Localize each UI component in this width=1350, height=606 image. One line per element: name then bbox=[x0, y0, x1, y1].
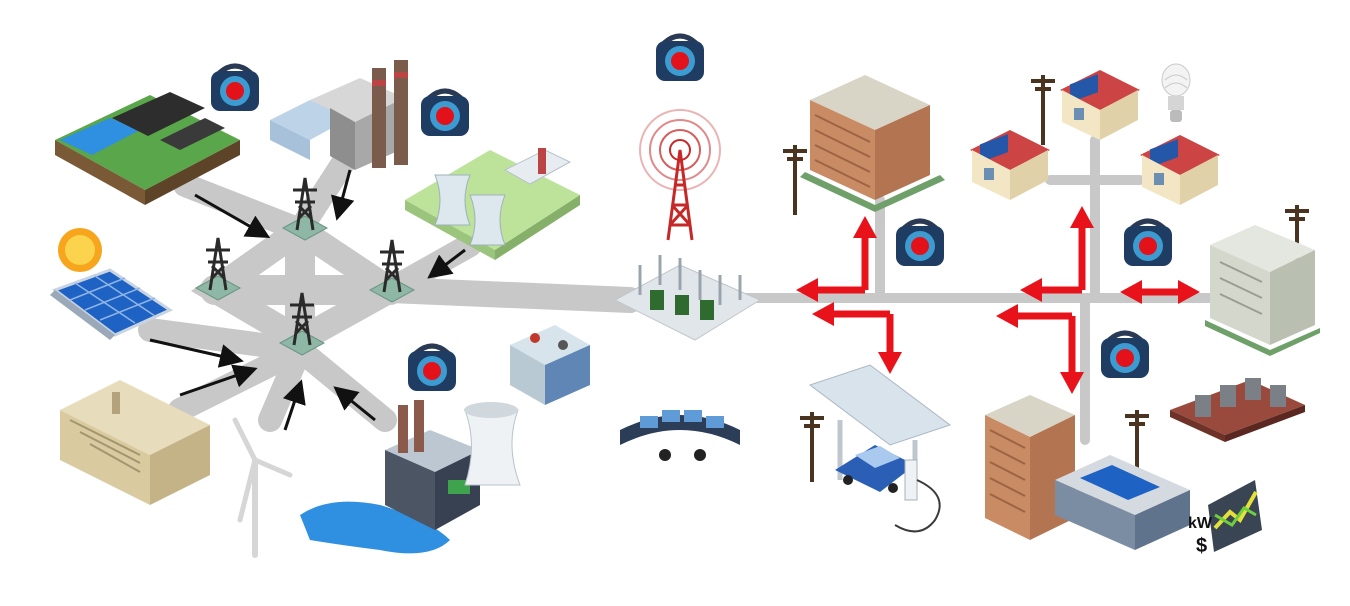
utility-pole-icon bbox=[800, 412, 824, 482]
cooling-tower-icon bbox=[435, 175, 470, 225]
chimney bbox=[398, 405, 408, 453]
meter-label-energy: kW bbox=[1188, 515, 1213, 532]
utility-pole-icon bbox=[1031, 75, 1055, 145]
chimney bbox=[414, 400, 424, 452]
cooling-tower-icon bbox=[470, 195, 505, 245]
industrial-building-icon bbox=[1205, 205, 1320, 356]
nuclear-plant-icon bbox=[405, 148, 580, 260]
sensor-device-icon bbox=[1124, 221, 1172, 266]
house-icon bbox=[970, 130, 1050, 200]
electric-car-icon bbox=[835, 445, 915, 493]
ev-charging-station-icon bbox=[800, 365, 950, 531]
radio-tower-icon bbox=[640, 110, 720, 240]
sensor-device-icon bbox=[1101, 333, 1149, 378]
house-icon bbox=[1140, 135, 1220, 205]
light-bulb-icon bbox=[1162, 64, 1190, 122]
grid-line bbox=[300, 350, 385, 420]
thermal-power-plant-icon bbox=[270, 60, 408, 170]
sun-icon bbox=[58, 228, 102, 272]
house-icon bbox=[1060, 70, 1140, 140]
control-room-icon bbox=[620, 410, 740, 461]
grid-line bbox=[390, 290, 630, 300]
sensor-device-icon bbox=[408, 346, 456, 391]
sensor-device-icon bbox=[896, 221, 944, 266]
substation-icon bbox=[615, 255, 760, 340]
office-building-icon bbox=[783, 75, 945, 215]
utility-pole-icon bbox=[783, 145, 807, 215]
sensor-device-icon bbox=[656, 36, 704, 81]
cooling-tower-icon bbox=[465, 410, 520, 485]
meter-label-cost: $ bbox=[1196, 535, 1207, 557]
coal-plant-icon bbox=[300, 400, 520, 553]
sensor-device-icon bbox=[421, 91, 469, 136]
energy-storage-icon bbox=[1170, 378, 1305, 442]
sensor-device-icon bbox=[211, 66, 259, 111]
battery-icon bbox=[510, 325, 590, 405]
wind-turbine-icon bbox=[235, 420, 290, 555]
smart-meter-icon: kW $ bbox=[1188, 480, 1262, 557]
